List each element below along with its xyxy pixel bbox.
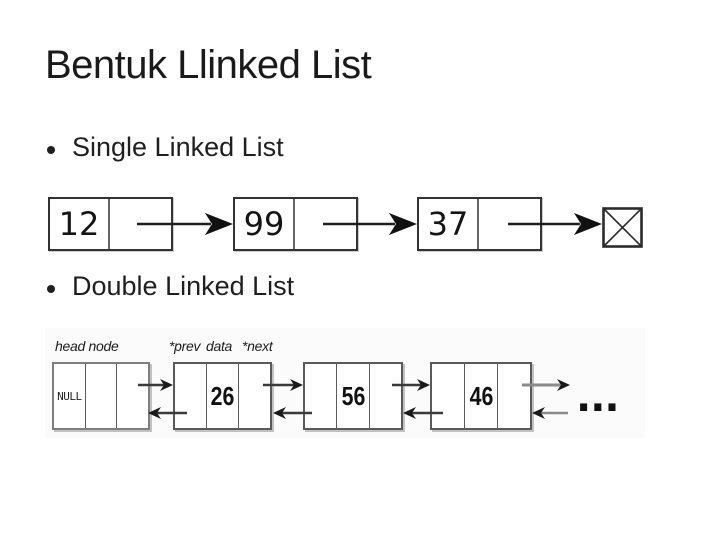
next-arrow-icon [263, 379, 303, 391]
data-cell: 46 [464, 364, 497, 428]
head-node-label: head node [55, 338, 119, 354]
null-terminator-icon [602, 207, 643, 248]
node-value: 46 [469, 380, 493, 411]
bullet-label: Single Linked List [72, 132, 284, 162]
data-cell [84, 364, 117, 428]
head-node: NULL [52, 362, 150, 430]
list-node: 26 [173, 362, 272, 430]
null-value: NULL [57, 389, 82, 403]
bullet-label: Double Linked List [72, 271, 295, 301]
node-data-cell: 12 [50, 199, 110, 249]
single-list-arrows-layer [137, 207, 643, 248]
prev-cell: NULL [54, 364, 85, 428]
next-arrow-icon [392, 379, 430, 391]
next-arrow-icon [323, 213, 417, 235]
list-continues-ellipsis: ... [576, 375, 620, 421]
prev-field-label: *prev [169, 338, 201, 354]
next-field-label: *next [242, 338, 273, 354]
prev-arrow-icon [403, 407, 443, 419]
node-data-cell: 37 [419, 199, 479, 249]
prev-arrow-icon [273, 407, 312, 419]
next-arrow-icon [522, 379, 570, 391]
next-cell [497, 364, 530, 428]
next-cell [116, 364, 148, 428]
next-arrow-icon [508, 213, 602, 235]
node-value: 26 [210, 380, 235, 411]
data-cell: 26 [206, 364, 238, 428]
single-linked-list-diagram: 12 99 37 [45, 195, 650, 257]
next-arrow-icon [137, 213, 233, 235]
data-cell: 56 [336, 364, 368, 428]
prev-arrow-icon [532, 407, 568, 419]
double-linked-list-diagram: head node *prev data *next NULL 26 56 [45, 328, 645, 438]
list-node: 56 [303, 362, 403, 430]
next-cell [238, 364, 270, 428]
node-value: 56 [341, 380, 365, 411]
bullet-icon [47, 146, 55, 154]
bullet-item-single-linked-list: Single Linked List [47, 131, 284, 163]
list-node: 37 [417, 197, 542, 251]
list-node: 46 [430, 362, 532, 430]
bullet-icon [47, 285, 55, 293]
next-cell [368, 364, 401, 428]
double-list-arrows-layer [138, 379, 570, 419]
next-arrow-icon [138, 379, 173, 391]
node-data-cell: 99 [235, 199, 295, 249]
prev-arrow-icon [148, 407, 187, 419]
data-field-label: data [206, 338, 233, 354]
page-title: Bentuk Llinked List [45, 43, 372, 87]
bullet-item-double-linked-list: Double Linked List [47, 270, 294, 302]
